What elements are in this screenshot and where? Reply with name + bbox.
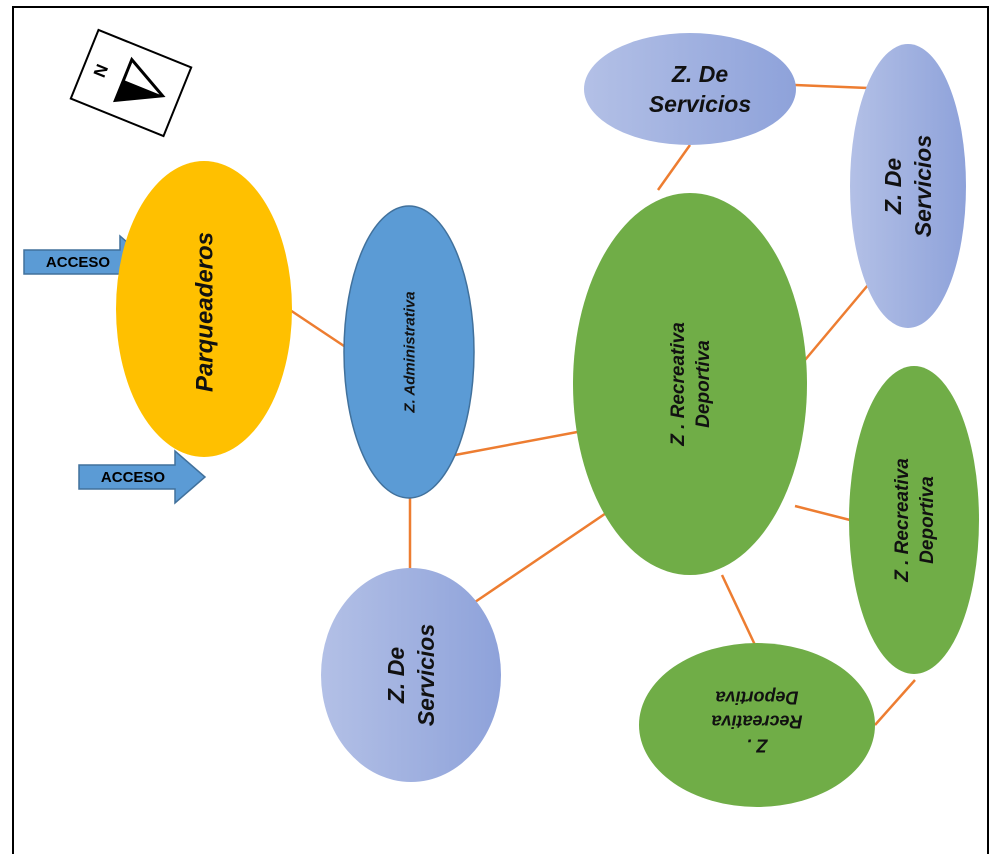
zone-parqueaderos: Parqueaderos [116, 161, 292, 457]
zone-label-parqueaderos: Parqueaderos [191, 232, 218, 392]
zone-label-recreativa-bottom: Z . Recreativa Deportiva [711, 688, 802, 756]
zone-label-line: Deportiva [917, 476, 938, 564]
connector-recreativa-servicios-right [804, 284, 869, 361]
zone-label-line: Parqueaderos [191, 232, 218, 392]
zone-label-line: Z. De [671, 61, 728, 87]
zone-label-line: Z. De [880, 158, 906, 215]
zone-label-line: Servicios [910, 135, 936, 237]
access-arrow-2: ACCESO [78, 449, 207, 505]
connector-servicios-top-servicios-right [794, 83, 869, 90]
zone-label-line: Servicios [413, 624, 439, 726]
zone-label-line: Z . [747, 736, 769, 756]
zone-recreativa-bottom: Z . Recreativa Deportiva [639, 643, 875, 807]
connector-recreativa-right-recreativa-bottom [874, 679, 916, 726]
zone-label-line: Z. Administrativa [401, 291, 418, 413]
zone-servicios-top: Z. De Servicios [584, 33, 796, 145]
connector-administrativa-recreativa [454, 428, 589, 457]
zone-label-servicios-top: Z. De Servicios [649, 61, 751, 117]
zone-label-administrativa: Z. Administrativa [401, 291, 418, 413]
diagram-frame [12, 6, 989, 854]
zone-label-line: Z . Recreativa [668, 322, 689, 447]
connectors [289, 83, 916, 726]
connector-recreativa-servicios-bottom [474, 503, 619, 604]
access-label-1: ACCESO [46, 254, 111, 271]
zone-label-line: Deportiva [715, 688, 798, 708]
zone-label-line: Z. De [383, 647, 409, 704]
zone-administrativa: Z. Administrativa [343, 205, 475, 499]
zone-label-line: Servicios [649, 91, 751, 117]
connector-recreativa-recreativa-bottom [720, 574, 757, 646]
zone-label-line: Deportiva [693, 340, 714, 428]
connector-recreativa-servicios-top [656, 144, 692, 191]
connector-recreativa-recreativa-right [794, 504, 851, 522]
zone-label-line: Recreativa [711, 712, 802, 732]
access-label-2: ACCESO [101, 469, 166, 486]
north-arrow-compass: N [69, 28, 193, 138]
connector-parqueaderos-administrativa [289, 308, 351, 352]
zone-label-line: Z . Recreativa [892, 458, 913, 583]
